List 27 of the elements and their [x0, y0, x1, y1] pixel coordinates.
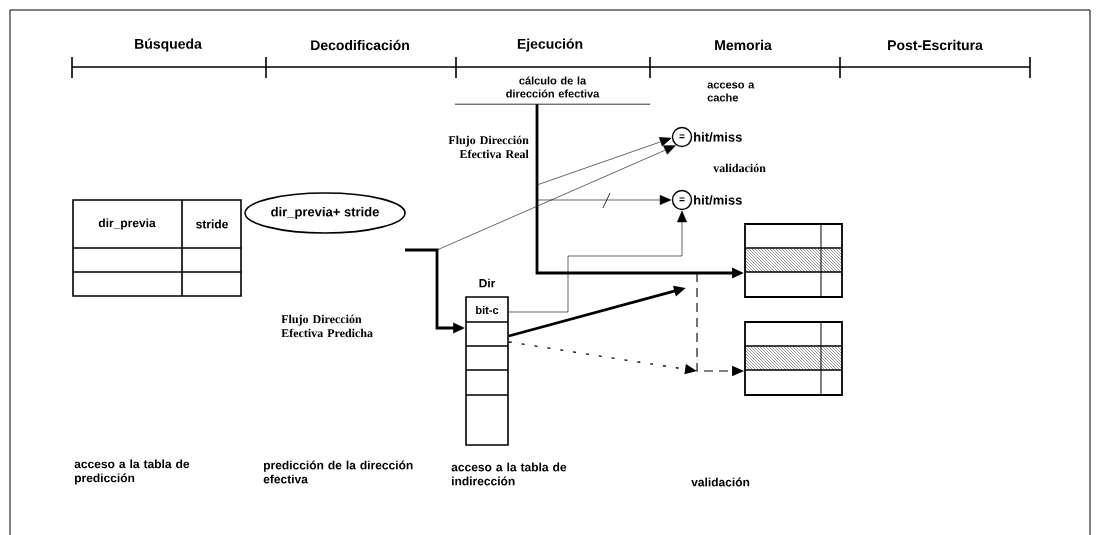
stage-name: Decodificación [311, 39, 409, 51]
arrow [436, 145, 676, 251]
stage-name: Memoria [715, 39, 772, 51]
cache-set [744, 223, 843, 298]
prediction-table: dir_previa stride [72, 199, 242, 297]
stage-note: acceso a la tabla de indirección [451, 462, 567, 486]
stage-note: predicción de la dirección efectiva [263, 460, 413, 484]
comparator: = hit/miss [671, 126, 742, 148]
flow-label: Flujo Dirección Efectiva Real [448, 135, 529, 159]
node-label: hit/miss [694, 195, 742, 205]
node-label: Dir [479, 278, 496, 288]
stage-note: validación [691, 477, 750, 487]
comparator: = hit/miss [671, 189, 742, 211]
indirection-table: Dir bit-c [465, 278, 509, 446]
stage-name: Ejecución [517, 38, 583, 52]
node-label: hit/miss [694, 132, 742, 142]
flow-label: validación [713, 163, 766, 173]
stage-note: acceso a cache [707, 82, 755, 102]
cache-set [744, 321, 843, 396]
stage-name: Post-Escritura [888, 39, 983, 51]
flow-label: Flujo Dirección Efectiva Predicha [281, 314, 373, 338]
stage-name: Búsqueda [135, 38, 202, 52]
arrow [508, 210, 687, 313]
stage-heading: cálculo de la dirección efectiva [454, 76, 651, 105]
arrow [536, 192, 672, 209]
stage-note: acceso a la tabla de predicción [74, 459, 190, 485]
arrow [536, 137, 672, 186]
